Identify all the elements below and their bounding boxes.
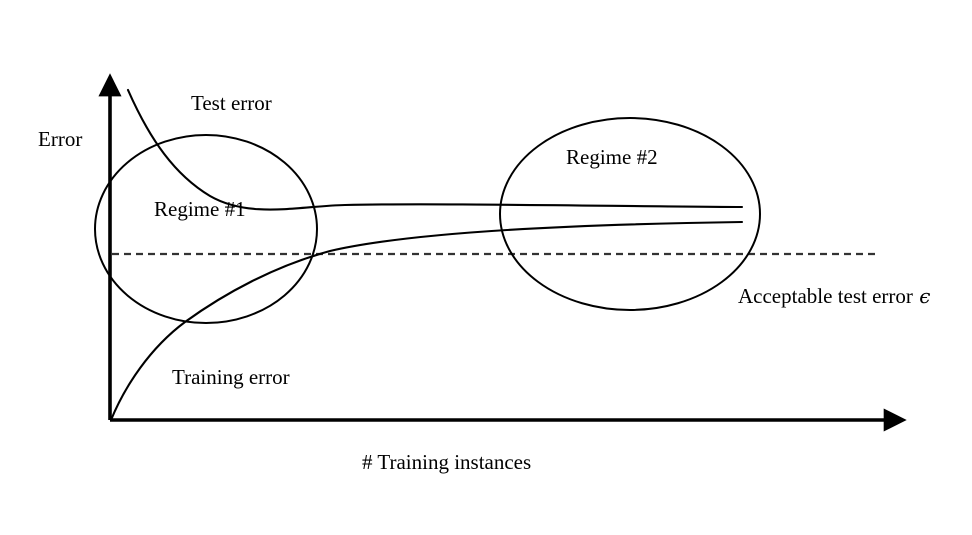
x-axis-label: # Training instances <box>362 450 532 474</box>
regime-2-label: Regime #2 <box>566 145 658 169</box>
training-error-curve <box>109 220 744 422</box>
test-error-label: Test error <box>191 91 272 115</box>
y-axis-label: Error <box>38 127 83 151</box>
acceptable-test-error-text: Acceptable test error <box>738 284 913 308</box>
epsilon-symbol: ϵ <box>912 284 931 308</box>
regime-2-ellipse <box>499 117 761 311</box>
regime-1-ellipse <box>94 134 318 324</box>
acceptable-test-error-label: Acceptable test error ϵ <box>738 284 930 308</box>
test-error-curve <box>126 88 744 211</box>
training-error-label: Training error <box>172 365 290 389</box>
regime-1-label: Regime #1 <box>154 197 246 221</box>
